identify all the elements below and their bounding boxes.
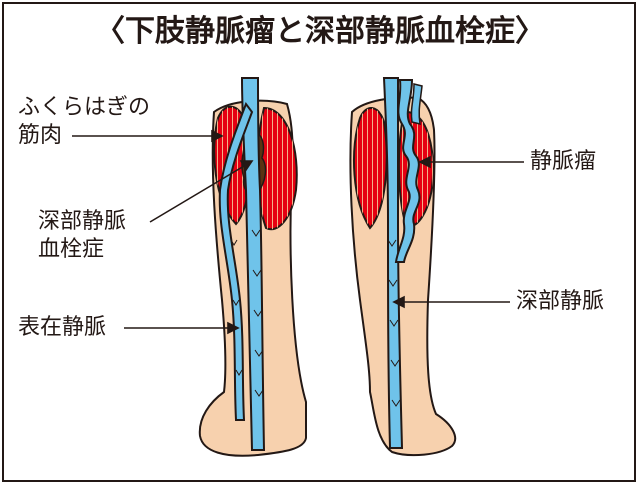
diagram-title: 〈下肢静脈瘤と深部静脈血栓症〉 [95, 14, 545, 49]
right-branch-vein [410, 83, 423, 125]
label-superficial-vein: 表在静脈 [18, 315, 107, 340]
label-calf-muscle-1: ふくらはぎの [18, 95, 151, 120]
right-varicose-vein [394, 79, 421, 263]
diagram-frame [2, 2, 636, 482]
right-leg [349, 77, 457, 457]
pointer-lines [72, 129, 524, 335]
label-varicose-vein: 静脈瘤 [530, 149, 597, 174]
left-deep-vein [240, 77, 266, 451]
label-deep-vein: 深部静脈 [516, 289, 605, 314]
label-calf-muscle-2: 筋肉 [18, 123, 63, 148]
left-leg [198, 77, 307, 457]
right-deep-vein [382, 77, 404, 449]
left-superficial-vein [218, 101, 254, 421]
label-dvt-1: 深部静脈 [38, 209, 127, 234]
label-dvt-2: 血栓症 [38, 237, 105, 262]
